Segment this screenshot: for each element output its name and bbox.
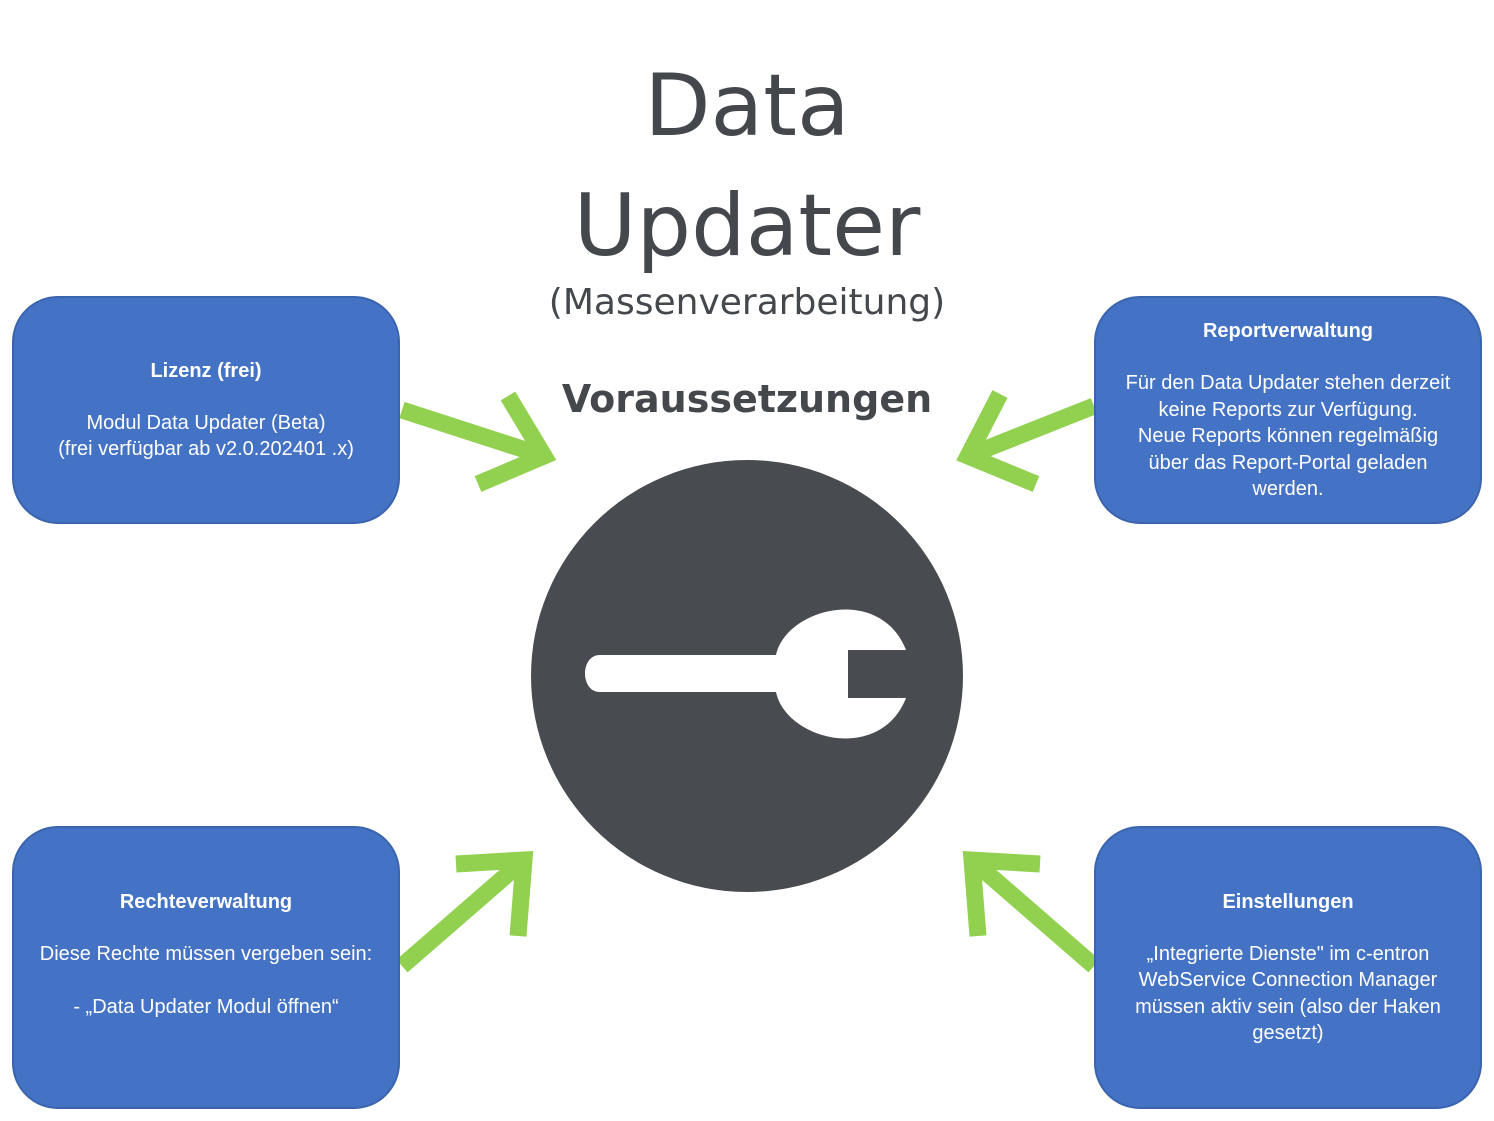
box-einstellungen-line: „Integrierte Dienste" im c-entron [1146, 942, 1430, 965]
arrow-einstellungen-to-center [962, 850, 1100, 973]
box-rechteverwaltung: Rechteverwaltung Diese Rechte müssen ver… [12, 826, 400, 1109]
arrow-report-to-center [956, 390, 1098, 492]
box-lizenz: Lizenz (frei) Modul Data Updater (Beta) … [12, 296, 400, 524]
subtitle: (Massenverarbeitung) [548, 282, 946, 323]
box-lizenz-line: Modul Data Updater (Beta) [86, 411, 326, 434]
box-einstellungen-line: gesetzt) [1252, 1022, 1324, 1044]
box-reportverwaltung: Reportverwaltung Für den Data Updater st… [1094, 296, 1482, 524]
box-einstellungen: Einstellungen „Integrierte Dienste" im c… [1094, 826, 1482, 1109]
box-einstellungen-line: WebService Connection Manager [1138, 969, 1438, 991]
box-report-line: Neue Reports können regelmäßig [1137, 425, 1439, 447]
box-report-line: werden. [1252, 478, 1324, 500]
title-line-updater: Updater [573, 176, 921, 276]
box-rechte-line: - „Data Updater Modul öffnen“ [73, 995, 339, 1018]
box-report-line: über das Report-Portal geladen [1148, 451, 1428, 474]
box-report-line: Für den Data Updater stehen derzeit [1125, 372, 1451, 394]
arrow-lizenz-to-center [399, 391, 557, 492]
arrow-rechte-to-center [396, 850, 534, 973]
title-line-data: Data [644, 56, 850, 156]
box-rechte-title: Rechteverwaltung [119, 891, 293, 913]
box-lizenz-title: Lizenz (frei) [150, 359, 262, 382]
box-einstellungen-title: Einstellungen [1222, 890, 1354, 913]
section-heading: Voraussetzungen [561, 377, 933, 421]
box-report-line: keine Reports zur Verfügung. [1158, 398, 1418, 421]
box-report-title: Reportverwaltung [1202, 320, 1374, 342]
box-lizenz-line: (frei verfügbar ab v2.0.202401 .x) [58, 438, 354, 460]
box-einstellungen-line: müssen aktiv sein (also der Haken [1135, 995, 1441, 1018]
wrench-icon [585, 609, 906, 739]
box-rechte-line: Diese Rechte müssen vergeben sein: [39, 943, 373, 965]
